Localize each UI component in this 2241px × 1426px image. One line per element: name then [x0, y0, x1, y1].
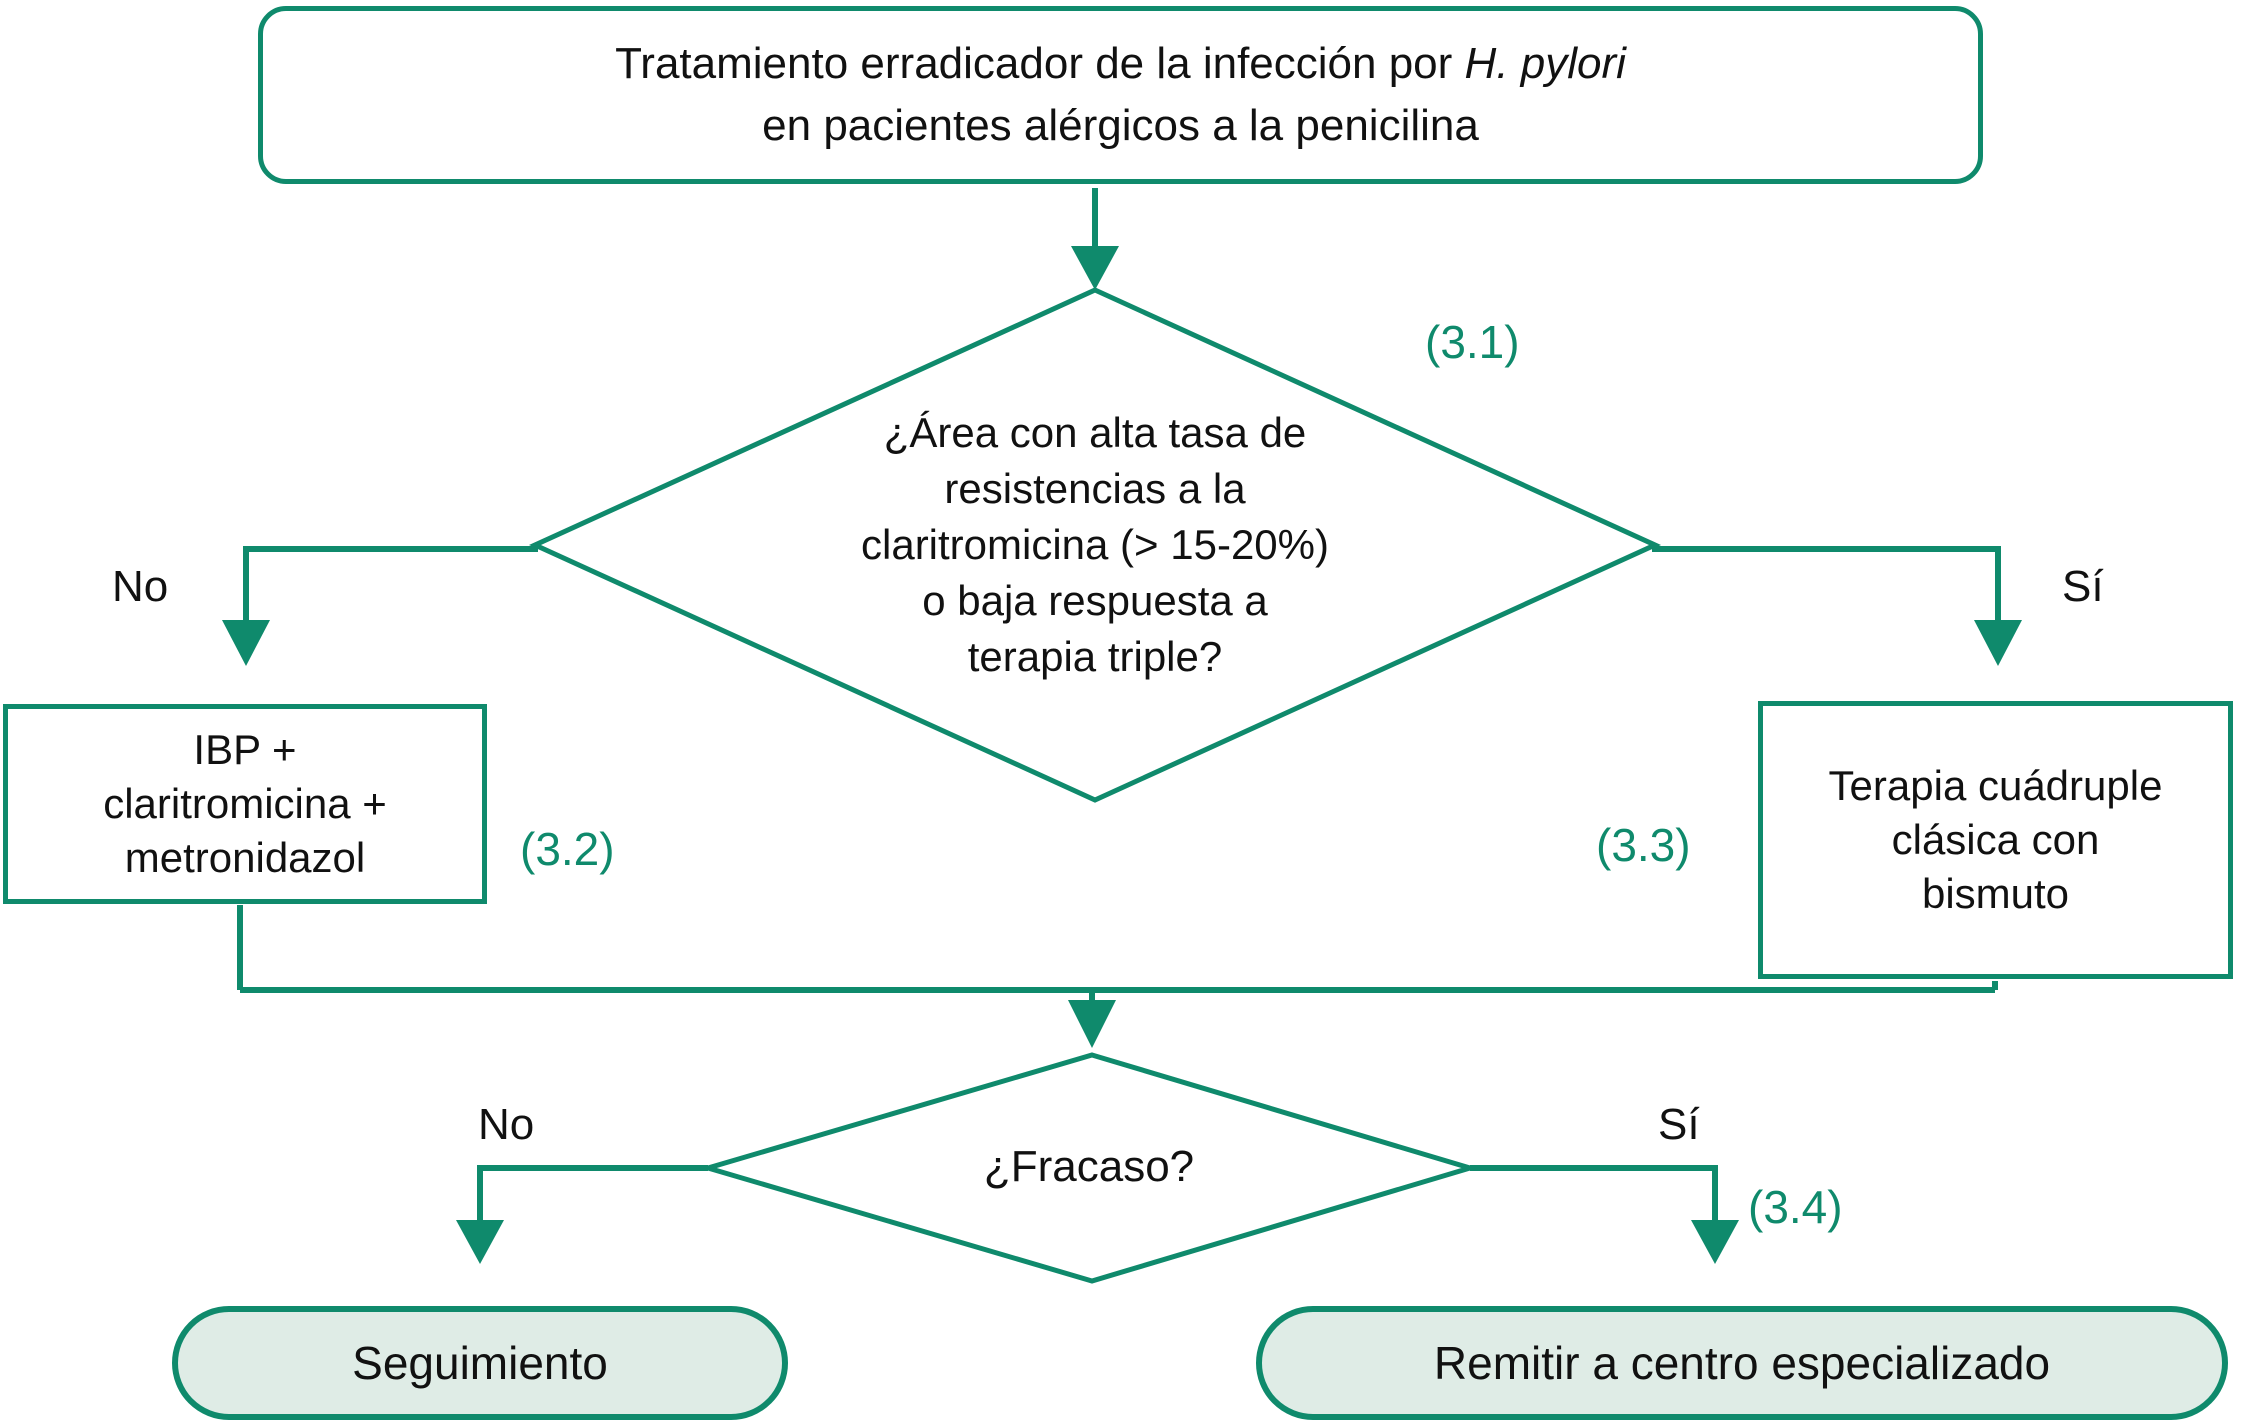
treatment-box-no: IBP + claritromicina + metronidazol [3, 704, 487, 904]
decision1-line: terapia triple? [967, 633, 1223, 680]
title-species-italic: H. pylori [1464, 39, 1626, 88]
decision2-no-label: No [478, 1100, 535, 1149]
arrowhead-icon [1068, 1000, 1116, 1048]
arrowhead-icon [222, 620, 270, 666]
treatment-line: IBP + [193, 726, 297, 773]
decision1-line: claritromicina (> 15-20%) [861, 521, 1329, 568]
title-line1-text: Tratamiento erradicador de la infección … [615, 39, 1465, 88]
connector-yes-branch [1652, 546, 2001, 624]
decision1-line: resistencias a la [944, 465, 1246, 512]
decision2-diamond [699, 1052, 1479, 1284]
treatment-line: clásica con [1891, 816, 2100, 863]
decision1-yes-label: Sí [2062, 562, 2104, 611]
arrowhead-icon [456, 1220, 504, 1264]
outcome-remitir: Remitir a centro especializado [1256, 1306, 2228, 1420]
decision2-yes-label: Sí [1658, 1100, 1700, 1149]
decision1-diamond [528, 287, 1662, 803]
connector-no2-branch [477, 1165, 708, 1222]
ref-label-3-3: (3.3) [1596, 819, 1691, 871]
outcome-seguimiento: Seguimiento [172, 1306, 788, 1420]
connector-yes2-branch [1470, 1165, 1718, 1222]
decision2-question: ¿Fracaso? [983, 1142, 1195, 1191]
title-line2: en pacientes alérgicos a la penicilina [762, 101, 1479, 150]
decision1-no-label: No [112, 562, 169, 611]
arrowhead-icon [1071, 246, 1119, 290]
decision1-line: o baja respuesta a [922, 577, 1268, 624]
arrowhead-icon [1974, 620, 2022, 666]
ref-label-3-2: (3.2) [520, 823, 615, 875]
treatment-box-yes: Terapia cuádruple clásica con bismuto [1758, 701, 2233, 979]
decision1-question: ¿Área con alta tasa de resistencias a la… [715, 405, 1475, 685]
ref-label-3-1: (3.1) [1425, 316, 1520, 368]
decision1-line: ¿Área con alta tasa de [883, 409, 1307, 456]
connector-converge [237, 905, 1998, 1002]
arrowhead-icon [1691, 1220, 1739, 1264]
title-box: Tratamiento erradicador de la infección … [258, 6, 1983, 184]
treatment-line: bismuto [1921, 870, 2070, 917]
treatment-line: Terapia cuádruple [1828, 762, 2163, 809]
treatment-line: claritromicina + [103, 780, 387, 827]
title-line1: Tratamiento erradicador de la infección … [615, 33, 1626, 95]
connector-no-branch [243, 546, 538, 624]
treatment-line: metronidazol [124, 834, 366, 881]
ref-label-3-4: (3.4) [1748, 1181, 1843, 1233]
